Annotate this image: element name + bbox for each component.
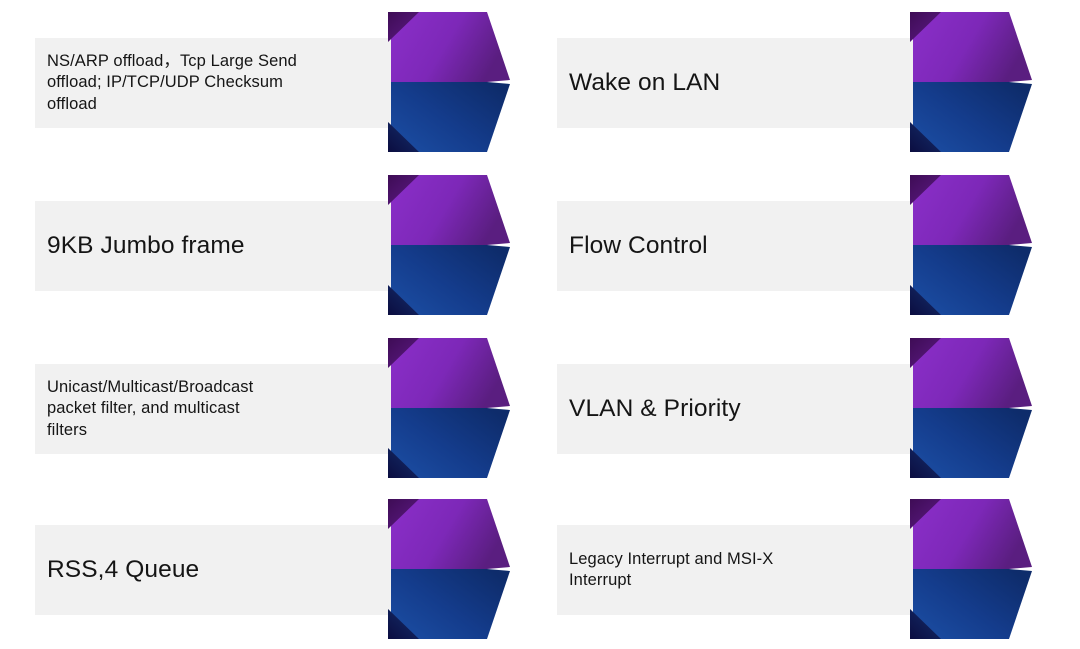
feature-label: Flow Control [569,232,708,260]
feature-item-vlan-priority[interactable]: VLAN & Priority [522,326,1080,488]
label-plate: Flow Control [557,201,932,291]
feature-item-jumbo-frame[interactable]: 9KB Jumbo frame [0,163,520,325]
label-plate: RSS,4 Queue [35,525,410,615]
label-plate: 9KB Jumbo frame [35,201,410,291]
feature-label: Wake on LAN [569,69,721,97]
chevron-arrow-icon [388,499,510,639]
chevron-arrow-icon [910,12,1032,152]
feature-item-rss-queue[interactable]: RSS,4 Queue [0,487,520,649]
label-plate: Unicast/Multicast/Broadcast packet filte… [35,364,410,454]
label-plate: Wake on LAN [557,38,932,128]
chevron-arrow-icon [388,12,510,152]
feature-label: Legacy Interrupt and MSI-X Interrupt [569,549,774,589]
feature-label: RSS,4 Queue [47,556,200,584]
feature-item-wake-on-lan[interactable]: Wake on LAN [522,0,1080,162]
feature-item-ns-arp-offload[interactable]: NS/ARP offload，Tcp Large Send offload; I… [0,0,520,162]
feature-item-interrupts[interactable]: Legacy Interrupt and MSI-X Interrupt [522,487,1080,649]
chevron-arrow-icon [910,338,1032,478]
label-plate: NS/ARP offload，Tcp Large Send offload; I… [35,38,410,128]
chevron-arrow-icon [910,499,1032,639]
label-plate: Legacy Interrupt and MSI-X Interrupt [557,525,932,615]
label-plate: VLAN & Priority [557,364,932,454]
feature-label: NS/ARP offload，Tcp Large Send offload; I… [47,51,297,113]
feature-label: Unicast/Multicast/Broadcast packet filte… [47,377,254,439]
feature-item-packet-filter[interactable]: Unicast/Multicast/Broadcast packet filte… [0,326,520,488]
feature-item-flow-control[interactable]: Flow Control [522,163,1080,325]
feature-label: VLAN & Priority [569,395,741,423]
chevron-arrow-icon [388,338,510,478]
feature-label: 9KB Jumbo frame [47,232,245,260]
chevron-arrow-icon [388,175,510,315]
chevron-arrow-icon [910,175,1032,315]
